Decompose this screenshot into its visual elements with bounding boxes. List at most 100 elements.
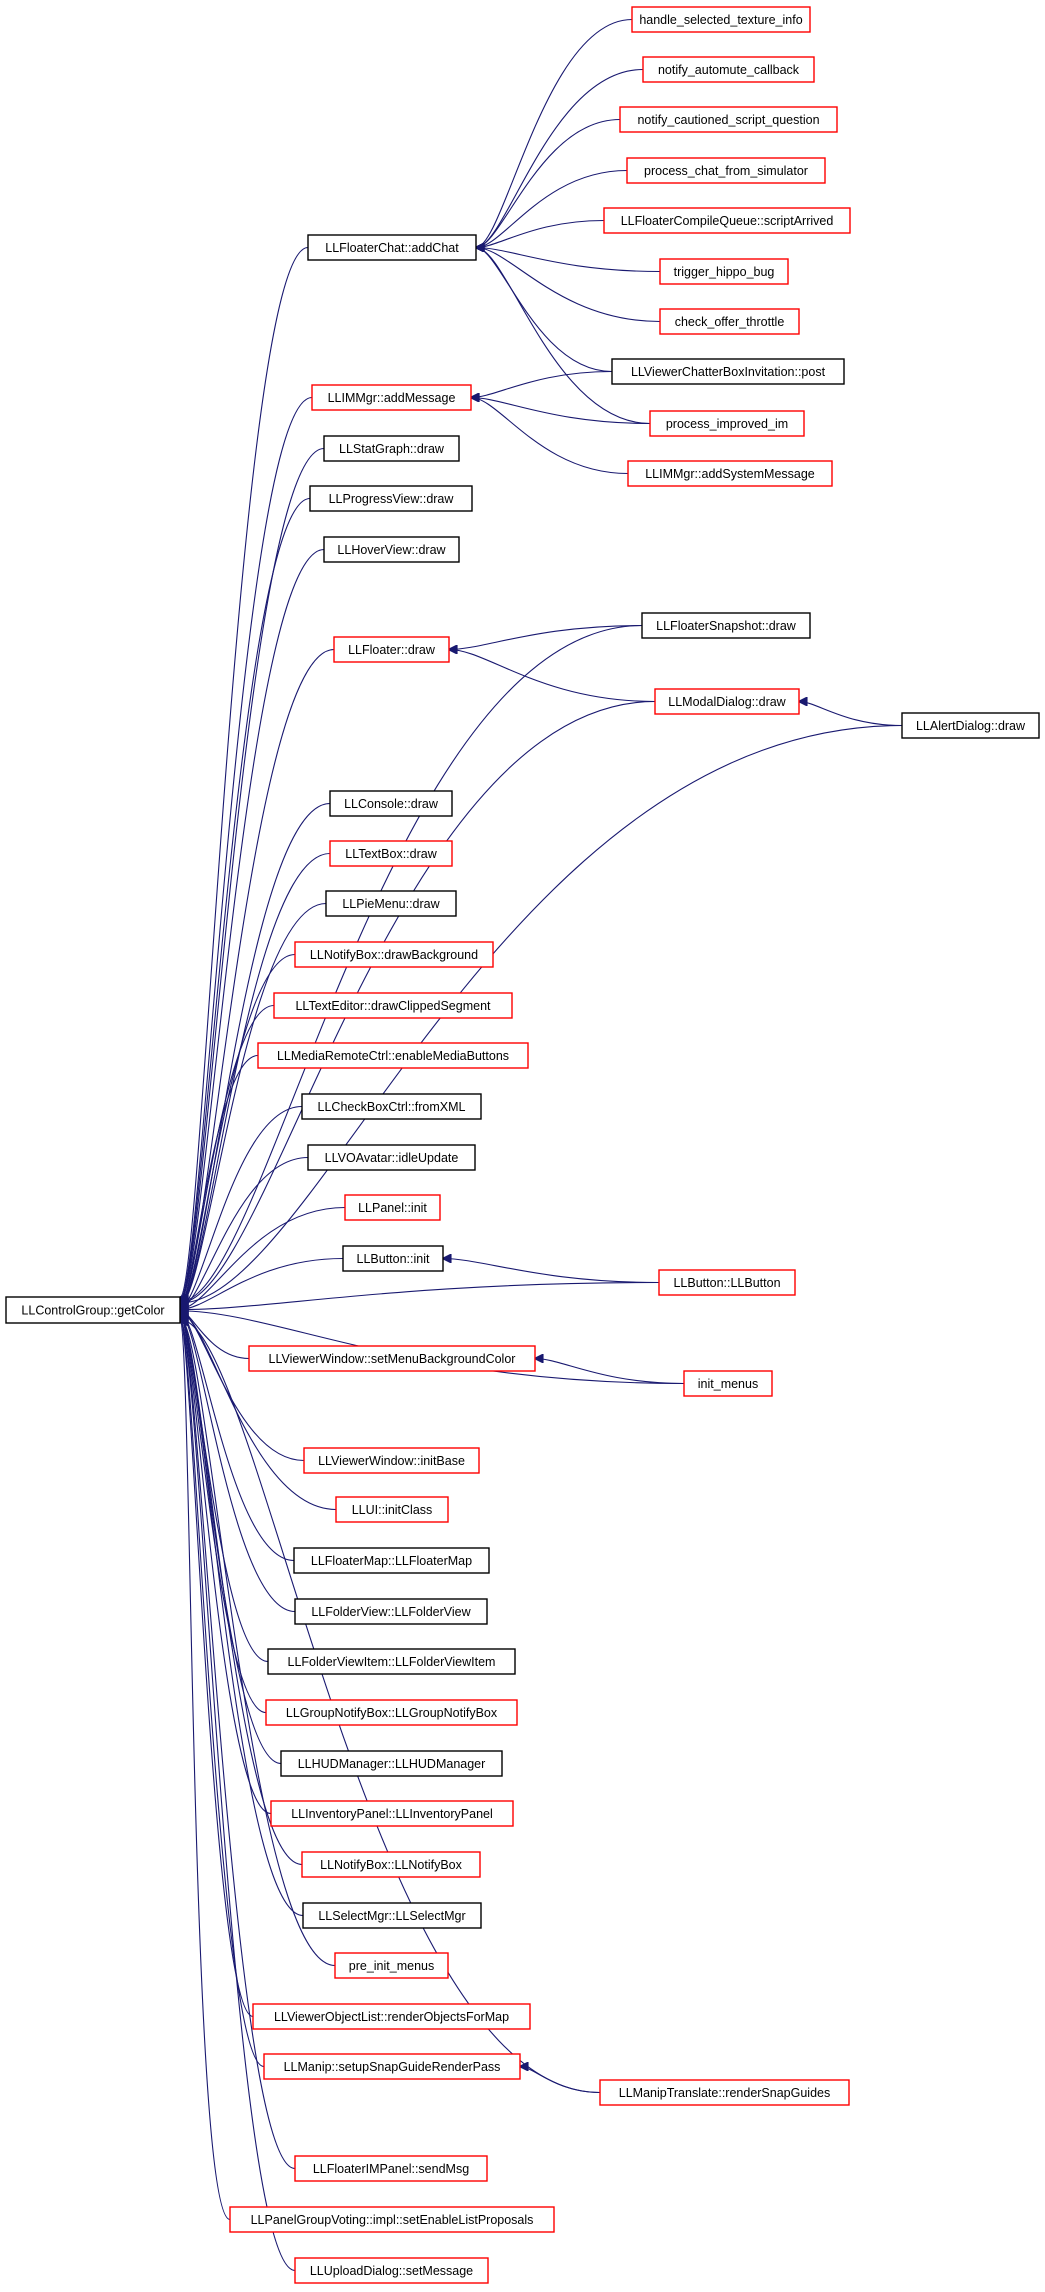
node-box[interactable] bbox=[642, 56, 815, 83]
node-box[interactable] bbox=[265, 1699, 518, 1726]
node-box[interactable] bbox=[267, 1648, 516, 1675]
node-llhoverview-draw[interactable]: LLHoverView::draw bbox=[323, 536, 460, 563]
node-box[interactable] bbox=[334, 1952, 449, 1979]
node-box[interactable] bbox=[270, 1800, 514, 1827]
node-box[interactable] bbox=[302, 1902, 482, 1929]
node-box[interactable] bbox=[344, 1194, 441, 1221]
node-llpanel-init[interactable]: LLPanel::init bbox=[344, 1194, 441, 1221]
node-llfloaterimpanel-sendmsg[interactable]: LLFloaterIMPanel::sendMsg bbox=[294, 2155, 488, 2182]
node-box[interactable] bbox=[659, 258, 789, 285]
node-llalertdialog-draw[interactable]: LLAlertDialog::draw bbox=[901, 712, 1040, 739]
node-box[interactable] bbox=[619, 106, 838, 133]
node-box[interactable] bbox=[631, 6, 811, 33]
node-llvoavatar-idleupdate[interactable]: LLVOAvatar::idleUpdate bbox=[307, 1144, 476, 1171]
node-llfolderviewitem-llfolderviewitem[interactable]: LLFolderViewItem::LLFolderViewItem bbox=[267, 1648, 516, 1675]
node-box[interactable] bbox=[654, 688, 800, 715]
node-box[interactable] bbox=[248, 1345, 536, 1372]
node-llnotifybox-llnotifybox[interactable]: LLNotifyBox::LLNotifyBox bbox=[301, 1851, 481, 1878]
node-process-improved-im[interactable]: process_improved_im bbox=[649, 410, 805, 437]
node-box[interactable] bbox=[307, 234, 477, 261]
node-llmanip-setupsnapguiderenderpass[interactable]: LLManip::setupSnapGuideRenderPass bbox=[263, 2053, 521, 2080]
node-box[interactable] bbox=[229, 2206, 555, 2233]
node-init-menus[interactable]: init_menus bbox=[683, 1370, 773, 1397]
node-llhudmanager-llhudmanager[interactable]: LLHUDManager::LLHUDManager bbox=[280, 1750, 503, 1777]
node-box[interactable] bbox=[335, 1496, 449, 1523]
node-box[interactable] bbox=[301, 1851, 481, 1878]
node-llfloatermap-llfloatermap[interactable]: LLFloaterMap::LLFloaterMap bbox=[293, 1547, 490, 1574]
node-llfolderview-llfolderview[interactable]: LLFolderView::LLFolderView bbox=[294, 1598, 488, 1625]
node-llselectmgr-llselectmgr[interactable]: LLSelectMgr::LLSelectMgr bbox=[302, 1902, 482, 1929]
node-box[interactable] bbox=[649, 410, 805, 437]
node-box[interactable] bbox=[263, 2053, 521, 2080]
node-llbutton-init[interactable]: LLButton::init bbox=[342, 1245, 444, 1272]
node-box[interactable] bbox=[658, 1269, 796, 1296]
node-handle-selected-texture-info[interactable]: handle_selected_texture_info bbox=[631, 6, 811, 33]
node-box[interactable] bbox=[301, 1093, 482, 1120]
node-lltextbox-draw[interactable]: LLTextBox::draw bbox=[329, 840, 453, 867]
node-pre-init-menus[interactable]: pre_init_menus bbox=[334, 1952, 449, 1979]
node-llviewerwindow-setmenubackgroundcolor[interactable]: LLViewerWindow::setMenuBackgroundColor bbox=[248, 1345, 536, 1372]
node-check-offer-throttle[interactable]: check_offer_throttle bbox=[659, 308, 800, 335]
node-llpiemenu-draw[interactable]: LLPieMenu::draw bbox=[325, 890, 457, 917]
node-llfloatersnapshot-draw[interactable]: LLFloaterSnapshot::draw bbox=[641, 612, 811, 639]
node-box[interactable] bbox=[252, 2003, 531, 2030]
node-notify-cautioned-script-question[interactable]: notify_cautioned_script_question bbox=[619, 106, 838, 133]
node-llimmgr-addmessage[interactable]: LLIMMgr::addMessage bbox=[311, 384, 472, 411]
node-lltexteditor-drawclippedsegment[interactable]: LLTextEditor::drawClippedSegment bbox=[273, 992, 513, 1019]
node-box[interactable] bbox=[641, 612, 811, 639]
node-box[interactable] bbox=[342, 1245, 444, 1272]
node-llgroupnotifybox-llgroupnotifybox[interactable]: LLGroupNotifyBox::LLGroupNotifyBox bbox=[265, 1699, 518, 1726]
node-box[interactable] bbox=[323, 536, 460, 563]
node-box[interactable] bbox=[294, 1598, 488, 1625]
node-llviewerobjectlist-renderobjectsformap[interactable]: LLViewerObjectList::renderObjectsForMap bbox=[252, 2003, 531, 2030]
node-box[interactable] bbox=[294, 2257, 489, 2284]
node-box[interactable] bbox=[280, 1750, 503, 1777]
node-box[interactable] bbox=[603, 207, 851, 234]
node-box[interactable] bbox=[599, 2079, 850, 2106]
node-llstatgraph-draw[interactable]: LLStatGraph::draw bbox=[323, 435, 460, 462]
node-llimmgr-addsystemmessage[interactable]: LLIMMgr::addSystemMessage bbox=[627, 460, 833, 487]
node-llmediaremotectrl-enablemediabuttons[interactable]: LLMediaRemoteCtrl::enableMediaButtons bbox=[257, 1042, 529, 1069]
node-llinventorypanel-llinventorypanel[interactable]: LLInventoryPanel::LLInventoryPanel bbox=[270, 1800, 514, 1827]
node-box[interactable] bbox=[293, 1547, 490, 1574]
node-llpanelgroupvoting-impl-setenablelistproposals[interactable]: LLPanelGroupVoting::impl::setEnableListP… bbox=[229, 2206, 555, 2233]
node-box[interactable] bbox=[309, 485, 473, 512]
node-box[interactable] bbox=[273, 992, 513, 1019]
node-box[interactable] bbox=[294, 941, 494, 968]
node-box[interactable] bbox=[257, 1042, 529, 1069]
node-box[interactable] bbox=[307, 1144, 476, 1171]
node-box[interactable] bbox=[901, 712, 1040, 739]
node-llviewerwindow-initbase[interactable]: LLViewerWindow::initBase bbox=[303, 1447, 480, 1474]
node-box[interactable] bbox=[683, 1370, 773, 1397]
node-llfloatercompilequeue-scriptarrived[interactable]: LLFloaterCompileQueue::scriptArrived bbox=[603, 207, 851, 234]
node-box[interactable] bbox=[611, 358, 845, 385]
node-box[interactable] bbox=[329, 790, 453, 817]
node-process-chat-from-simulator[interactable]: process_chat_from_simulator bbox=[626, 157, 826, 184]
node-trigger-hippo-bug[interactable]: trigger_hippo_bug bbox=[659, 258, 789, 285]
node-box[interactable] bbox=[659, 308, 800, 335]
node-box[interactable] bbox=[294, 2155, 488, 2182]
node-box[interactable] bbox=[311, 384, 472, 411]
node-llmaniptranslate-rendersnapguides[interactable]: LLManipTranslate::renderSnapGuides bbox=[599, 2079, 850, 2106]
node-notify-automute-callback[interactable]: notify_automute_callback bbox=[642, 56, 815, 83]
node-llconsole-draw[interactable]: LLConsole::draw bbox=[329, 790, 453, 817]
node-llbutton-llbutton[interactable]: LLButton::LLButton bbox=[658, 1269, 796, 1296]
node-box[interactable] bbox=[329, 840, 453, 867]
node-llfloaterchat-addchat[interactable]: LLFloaterChat::addChat bbox=[307, 234, 477, 261]
node-llmodaldialog-draw[interactable]: LLModalDialog::draw bbox=[654, 688, 800, 715]
node-box[interactable] bbox=[5, 1296, 181, 1324]
node-llui-initclass[interactable]: LLUI::initClass bbox=[335, 1496, 449, 1523]
node-box[interactable] bbox=[333, 636, 450, 663]
node-box[interactable] bbox=[325, 890, 457, 917]
node-lluploaddialog-setmessage[interactable]: LLUploadDialog::setMessage bbox=[294, 2257, 489, 2284]
node-llnotifybox-drawbackground[interactable]: LLNotifyBox::drawBackground bbox=[294, 941, 494, 968]
node-box[interactable] bbox=[626, 157, 826, 184]
node-llcheckboxctrl-fromxml[interactable]: LLCheckBoxCtrl::fromXML bbox=[301, 1093, 482, 1120]
node-llviewerchatterboxinvitation-post[interactable]: LLViewerChatterBoxInvitation::post bbox=[611, 358, 845, 385]
node-box[interactable] bbox=[303, 1447, 480, 1474]
node-box[interactable] bbox=[323, 435, 460, 462]
node-llprogressview-draw[interactable]: LLProgressView::draw bbox=[309, 485, 473, 512]
node-llcontrolgroup-getcolor[interactable]: LLControlGroup::getColor bbox=[5, 1296, 181, 1324]
node-box[interactable] bbox=[627, 460, 833, 487]
node-llfloater-draw[interactable]: LLFloater::draw bbox=[333, 636, 450, 663]
